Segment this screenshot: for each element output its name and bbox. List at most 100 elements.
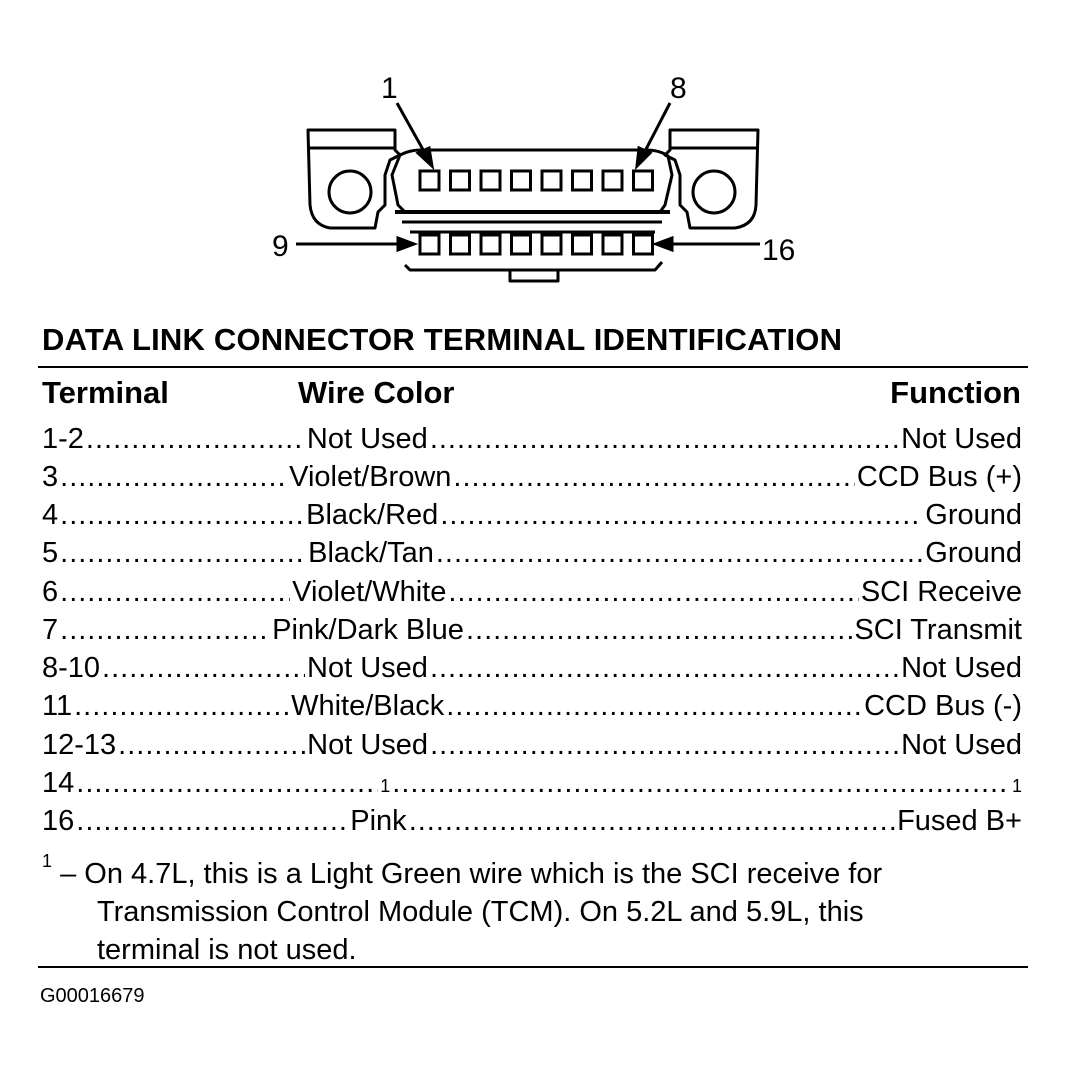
left-mounting-hole: [327, 169, 373, 215]
pin-label-16: 16: [762, 234, 795, 267]
leader-dots: [409, 805, 895, 838]
terminal-cell: 14: [42, 767, 75, 799]
page-title: DATA LINK CONNECTOR TERMINAL IDENTIFICAT…: [42, 322, 843, 357]
table-row: 4 Black/Red Ground: [42, 499, 1022, 537]
wire-color-cell: White/Black: [291, 690, 445, 722]
wire-color-cell: Pink: [350, 805, 407, 837]
leader-dots: [86, 423, 305, 456]
function-cell: SCI Receive: [860, 576, 1022, 608]
title-divider: [38, 366, 1028, 368]
function-cell: Ground: [925, 537, 1022, 569]
footnote-ref: 1: [1011, 776, 1022, 796]
wire-color-cell: Not Used: [307, 652, 428, 684]
leader-dots: [446, 690, 862, 723]
arrowhead-1: [415, 145, 435, 171]
leader-dots: [448, 576, 858, 609]
footnote-line-3: terminal is not used.: [97, 934, 357, 966]
table-row: 14 1 1: [42, 767, 1022, 805]
pin-3: [479, 169, 502, 192]
pin-7: [601, 169, 624, 192]
pin-13: [540, 233, 563, 256]
leader-dots: [74, 690, 289, 723]
arrowhead-16: [651, 235, 674, 253]
table-row: 7Pink/Dark BlueSCI Transmit: [42, 614, 1022, 652]
leader-dots: [440, 499, 923, 532]
pin-16: [632, 233, 654, 256]
leader-dots: [466, 614, 852, 647]
function-cell: Ground: [925, 499, 1022, 531]
leader-dots: [118, 729, 305, 762]
leader-dots: [60, 499, 304, 532]
function-cell: CCD Bus (+): [856, 461, 1022, 493]
terminal-cell: 4: [42, 499, 59, 531]
pin-1: [418, 169, 441, 192]
terminal-cell: 12-13: [42, 729, 117, 761]
terminal-cell: 6: [42, 576, 59, 608]
pin-8: [632, 169, 654, 192]
table-row: 12-13Not UsedNot Used: [42, 729, 1022, 767]
function-cell: SCI Transmit: [854, 614, 1022, 646]
wire-color-cell: Not Used: [307, 729, 429, 761]
wire-color-cell: Not Used: [306, 423, 428, 455]
terminal-cell: 8-10: [42, 652, 101, 684]
terminal-cell: 3: [42, 461, 59, 493]
pin-9: [418, 233, 441, 256]
pin-6: [571, 169, 593, 192]
bottom-divider: [38, 966, 1028, 968]
wire-color-cell: Violet/White: [292, 576, 447, 608]
connector-diagram: 1 8 9 16: [272, 72, 795, 283]
leader-dots: [453, 461, 854, 494]
wire-color-cell: Black/Red: [306, 499, 439, 531]
leader-dots: [436, 537, 923, 570]
wire-color-cell: Violet/Brown: [289, 461, 452, 493]
arrowhead-8: [635, 145, 653, 171]
terminal-cell: 16: [42, 805, 75, 837]
pin-12: [510, 233, 532, 256]
header-terminal: Terminal: [42, 375, 169, 410]
wire-color-cell: Black/Tan: [308, 537, 434, 569]
leader-dots: [430, 652, 899, 685]
arrowhead-9: [396, 235, 419, 253]
connector-body: [390, 148, 674, 214]
table-row: 16 Pink Fused B+: [42, 805, 1022, 843]
leader-dots: [430, 423, 899, 456]
terminal-cell: 1-2: [42, 423, 84, 455]
leader-dots: [392, 767, 1010, 800]
leader-dots: [430, 729, 899, 762]
footnote: 1 – On 4.7L, this is a Light Green wire …: [42, 842, 1032, 969]
table-row: 11White/BlackCCD Bus (-): [42, 690, 1022, 728]
footnote-ref: 1: [380, 776, 391, 796]
pin-5: [540, 169, 563, 192]
pin-4: [510, 169, 532, 192]
terminal-cell: 11: [42, 690, 73, 722]
pin-10: [449, 233, 471, 256]
footnote-line-2: Transmission Control Module (TCM). On 5.…: [97, 896, 864, 928]
terminal-cell: 5: [42, 537, 59, 569]
function-cell: Not Used: [901, 423, 1022, 455]
footnote-marker: 1: [42, 851, 53, 871]
table-row: 1-2 Not Used Not Used: [42, 423, 1022, 461]
pin-label-1: 1: [381, 72, 398, 105]
table-row: 5 Black/Tan Ground: [42, 537, 1022, 575]
connector-key: [508, 270, 560, 283]
function-cell: Fused B+: [897, 805, 1022, 837]
footnote-line-1: – On 4.7L, this is a Light Green wire wh…: [52, 858, 883, 890]
leader-dots: [60, 614, 270, 647]
pin-15: [601, 233, 624, 256]
header-wire-color: Wire Color: [298, 375, 455, 410]
leader-line-1: [395, 102, 428, 156]
pin-label-9: 9: [272, 230, 289, 263]
pin-2: [449, 169, 471, 192]
table-row: 3 Violet/Brown CCD Bus (+): [42, 461, 1022, 499]
header-function: Function: [890, 375, 1021, 410]
left-mounting-ear: [306, 128, 402, 230]
right-mounting-hole: [691, 169, 737, 215]
connector-lower-shell: [403, 261, 664, 272]
leader-dots: [102, 652, 305, 685]
leader-dots: [76, 805, 348, 838]
wire-color-cell: Pink/Dark Blue: [272, 614, 464, 646]
leader-line-8: [641, 102, 672, 156]
figure-code: G00016679: [40, 985, 145, 1007]
leader-dots: [60, 576, 290, 609]
leader-dots: [76, 767, 378, 800]
